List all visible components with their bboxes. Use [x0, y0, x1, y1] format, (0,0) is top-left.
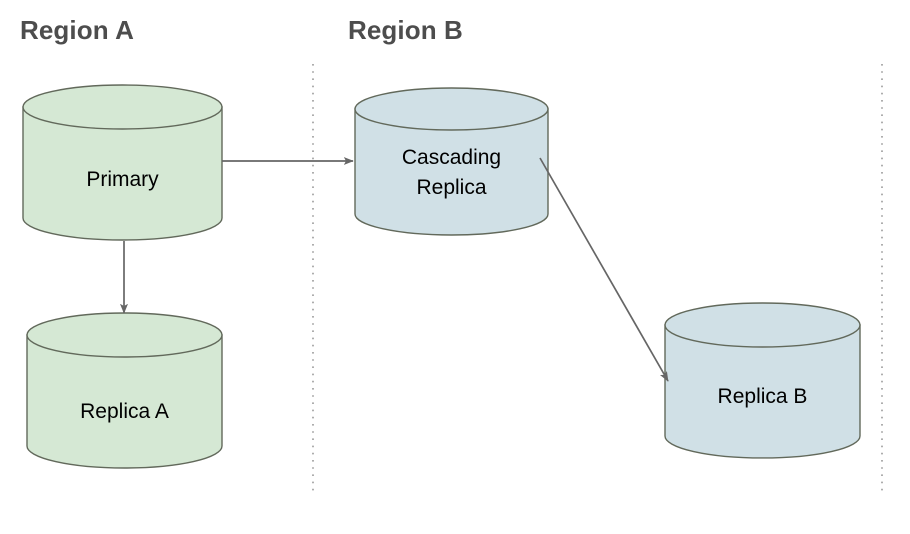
primary-top [22, 84, 223, 130]
cascading-replica-body [354, 108, 549, 236]
region-b-title: Region B [348, 15, 463, 45]
primary-body [22, 106, 223, 241]
cascading-replica-top [354, 87, 549, 131]
replica-b-top [664, 302, 861, 348]
node-primary[interactable] [22, 84, 223, 241]
replica-a-body [26, 334, 223, 469]
node-cascading-replica[interactable] [354, 87, 549, 236]
region-a-title: Region A [20, 15, 134, 45]
node-replica-b[interactable] [664, 302, 861, 459]
edge-cascading-replica-to-replica-b [539, 157, 669, 382]
replica-a-top [26, 312, 223, 358]
node-replica-a[interactable] [26, 312, 223, 469]
replica-b-body [664, 324, 861, 459]
